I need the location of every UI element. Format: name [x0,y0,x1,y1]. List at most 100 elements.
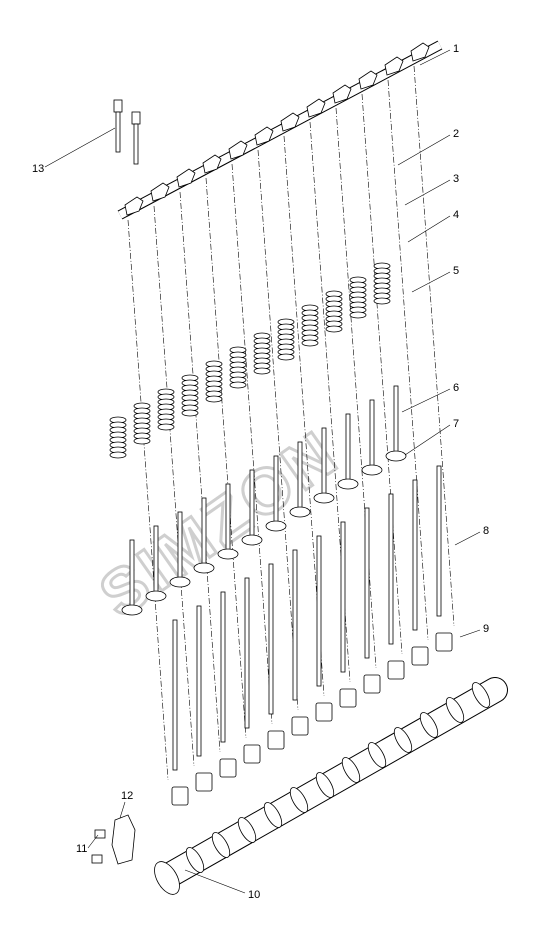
rocker-arm [176,168,196,188]
center-line [257,149,299,711]
valve-spring [373,262,391,305]
tappet [243,744,261,764]
tappets [171,632,453,806]
callout-10: 10 [248,889,260,901]
push-rod [340,521,346,673]
valve-spring [253,332,271,375]
rocker-arm [280,112,300,132]
valve-spring [229,346,247,389]
push-rods [172,465,442,771]
center-line [387,79,429,641]
tappet [267,730,285,750]
valve [289,441,311,518]
rocker-arm [384,56,404,76]
valve-spring [349,276,367,319]
tappet [435,632,453,652]
cam-lobe [445,697,465,723]
valve-spring [325,290,343,333]
tappet [363,674,381,694]
tappet [339,688,357,708]
valve [385,385,407,462]
valve [241,469,263,546]
callout-4: 4 [453,209,459,221]
push-rod [316,535,322,687]
rocker-arm [150,182,170,202]
valve-spring [277,318,295,361]
push-rod [268,563,274,715]
center-line [413,65,455,627]
valve-spring [109,416,127,459]
rocker-arm [124,196,144,216]
tappet [171,786,189,806]
valve-spring [157,388,175,431]
center-line [179,191,221,753]
valve [169,511,191,588]
rocker-arm [358,70,378,90]
thrust-plate [91,814,136,865]
cam-lobe [367,742,387,768]
cam-lobe [471,682,491,708]
valve [361,399,383,476]
valve [313,427,335,504]
valve-spring [181,374,199,417]
cam-lobe [289,787,309,813]
center-line [153,205,195,767]
push-rod [244,577,250,729]
cam-lobe [419,712,439,738]
center-line [205,177,247,739]
tappet [195,772,213,792]
cam-lobe [341,757,361,783]
cam-lobe [393,727,413,753]
tappet [219,758,237,778]
push-rod [364,507,370,659]
rocker-arm [410,42,430,62]
callout-6: 6 [453,382,459,394]
center-line [361,93,403,655]
tappet [387,660,405,680]
valve [265,455,287,532]
callout-3: 3 [453,173,459,185]
rocker-arm [332,84,352,104]
callout-11: 11 [76,843,87,855]
rocker-arm [306,98,326,118]
push-rod [412,479,418,631]
rocker-arms [124,42,430,216]
cam-lobe [211,832,231,858]
callout-7: 7 [453,418,459,430]
shaft-bolts [113,99,141,165]
callout-13: 13 [32,163,44,175]
callout-9: 9 [483,623,489,635]
valve-spring [301,304,319,347]
center-line [127,219,169,781]
rocker-arm [202,154,222,174]
valve-spring [205,360,223,403]
leader-lines [44,49,481,894]
rocker-arm [228,140,248,160]
callout-8: 8 [483,525,489,537]
tappet [315,702,333,722]
rocker-arm [254,126,274,146]
push-rod [220,591,226,743]
camshaft [154,677,508,895]
push-rod [196,605,202,757]
valves [121,385,407,616]
valve [145,525,167,602]
push-rod [388,493,394,645]
push-rod [436,465,442,617]
cam-lobe [263,802,283,828]
tappet [411,646,429,666]
callout-labels: 1 2 3 4 5 6 7 8 9 10 11 12 13 [32,43,489,901]
callout-2: 2 [453,128,459,140]
push-rod [172,619,178,771]
valve-springs [109,262,391,459]
valve-spring [133,402,151,445]
cam-lobe [185,847,205,873]
valve [337,413,359,490]
callout-1: 1 [453,43,459,55]
callout-12: 12 [121,790,133,802]
cam-lobe [237,817,257,843]
push-rod [292,549,298,701]
cam-lobe [315,772,335,798]
valve [121,539,143,616]
